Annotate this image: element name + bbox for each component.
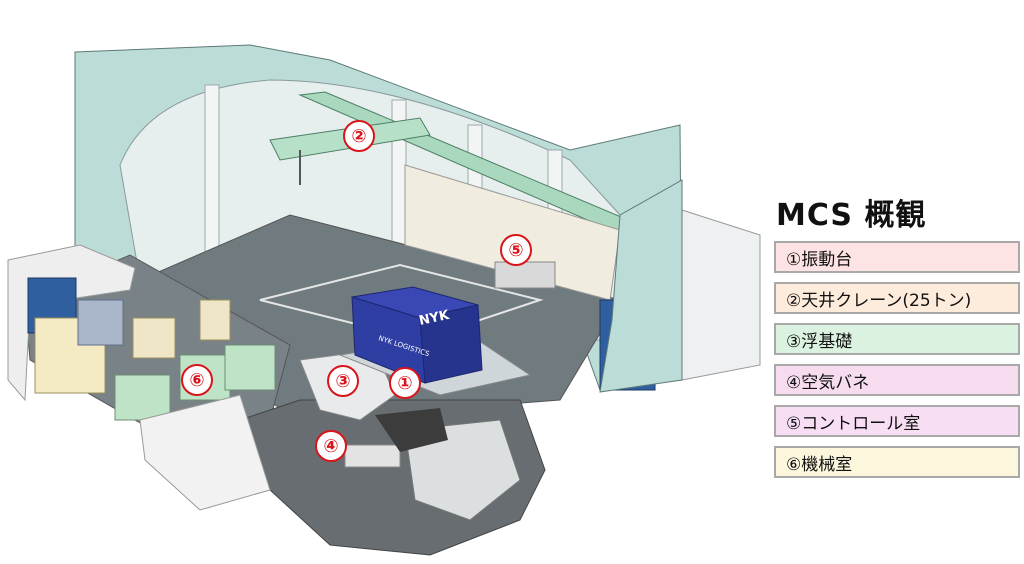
tank-row: [34, 317, 106, 394]
page-title: MCS 概観: [776, 198, 927, 233]
air-spring: [344, 444, 401, 468]
shipping-container-front: [419, 304, 483, 384]
hydraulic-unit: [77, 299, 124, 346]
legend-item-floating-foundation: ③浮基礎: [774, 323, 1020, 355]
marker-4-air-spring: ④: [315, 430, 347, 462]
cabinet: [199, 299, 231, 341]
marker-6-machine-room: ⑥: [181, 364, 213, 396]
marker-5-control-room: ⑤: [500, 234, 532, 266]
marker-2-overhead-crane: ②: [343, 120, 375, 152]
legend-item-machine-room: ⑥機械室: [774, 446, 1020, 478]
pump-unit: [114, 374, 171, 421]
pump-unit: [224, 344, 276, 391]
container-label: NYK: [418, 308, 452, 329]
right-annex: [681, 209, 761, 381]
legend-item-air-spring: ④空気バネ: [774, 364, 1020, 396]
marker-3-floating-foundation: ③: [327, 365, 359, 397]
legend-item-overhead-crane: ②天井クレーン(25トン): [774, 282, 1020, 314]
control-desk: [494, 261, 556, 289]
cabinet: [132, 317, 176, 359]
building-shell-right: [599, 179, 683, 393]
column: [204, 84, 220, 261]
lower-outer-wall: [139, 394, 271, 511]
legend: ①振動台 ②天井クレーン(25トン) ③浮基礎 ④空気バネ ⑤コントロール室 ⑥…: [774, 241, 1020, 487]
shaking-table-base: [404, 419, 521, 521]
actuator-arms: [375, 408, 448, 452]
legend-item-shaking-table: ①振動台: [774, 241, 1020, 273]
legend-item-control-room: ⑤コントロール室: [774, 405, 1020, 437]
marker-1-shaking-table: ①: [389, 367, 421, 399]
